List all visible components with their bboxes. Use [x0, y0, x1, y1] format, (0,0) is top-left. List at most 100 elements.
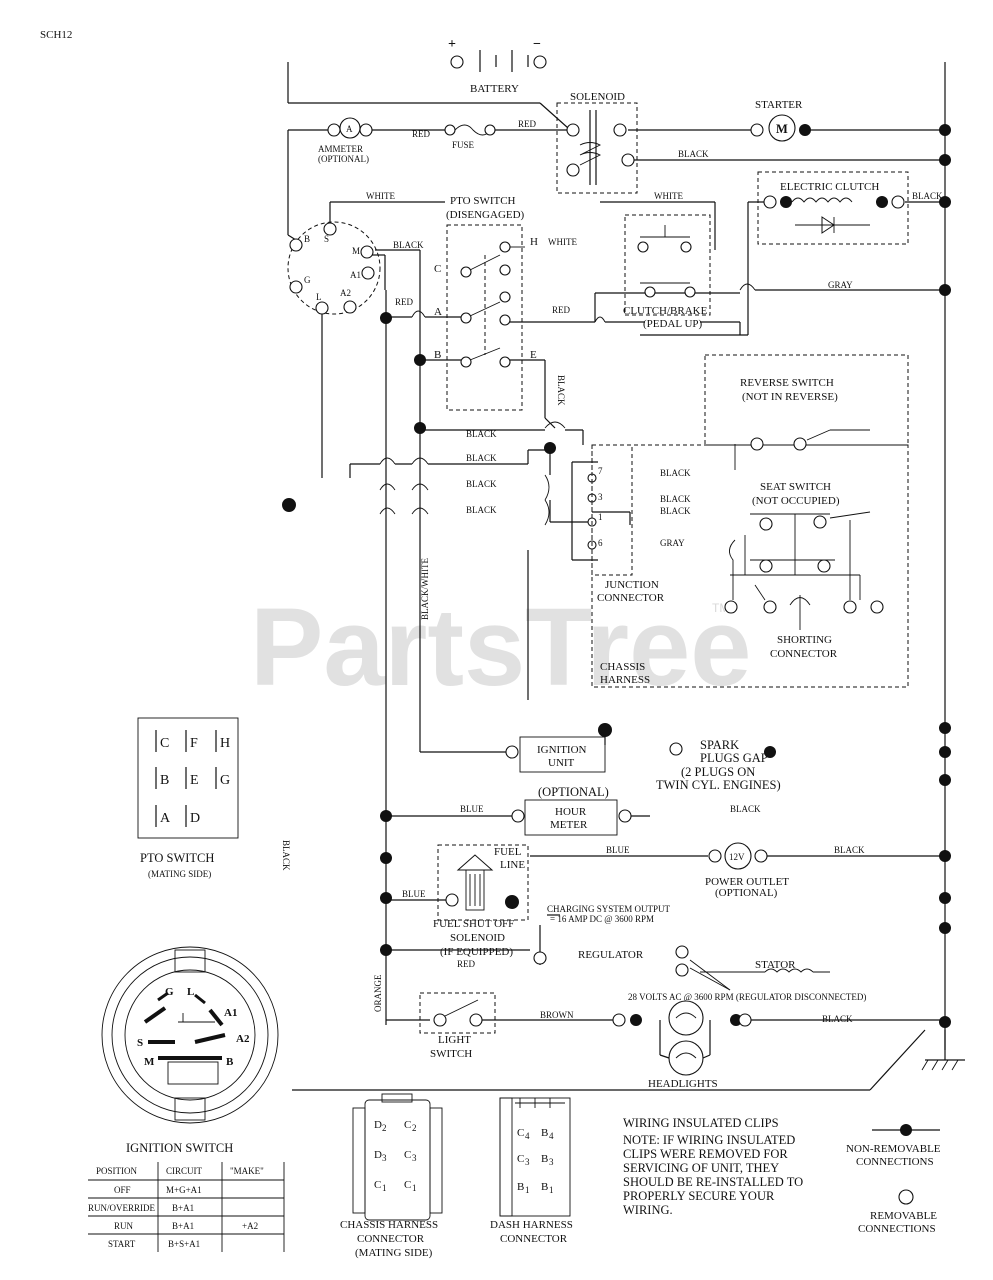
dash-connector-line2: CONNECTOR [500, 1233, 568, 1245]
wire-black-5: BLACK [466, 505, 497, 515]
headlights-label: HEADLIGHTS [648, 1078, 718, 1090]
light-switch: LIGHT SWITCH [419, 992, 496, 1060]
svg-text:3: 3 [412, 1153, 417, 1163]
svg-text:C: C [404, 1179, 411, 1191]
battery: + − BATTERY [448, 37, 547, 95]
headlights: HEADLIGHTS [612, 1000, 752, 1090]
wire-white-2: WHITE [654, 191, 683, 201]
svg-text:B: B [517, 1181, 524, 1193]
note-line-1: NOTE: IF WIRING INSULATED [623, 1133, 795, 1147]
chassis-connector-line1: CHASSIS HARNESS [340, 1219, 438, 1231]
fuel-line-line1: FUEL [494, 846, 522, 858]
svg-text:B: B [541, 1181, 548, 1193]
wire-labels: RED RED BLACK WHITE WHITE BLACK BLACK WH… [281, 119, 943, 1024]
clutch-brake: CLUTCH/BRAKE (PEDAL UP) [623, 214, 711, 330]
pto-legend-row-1: C F H [155, 730, 230, 752]
stator-label: STATOR [755, 959, 796, 971]
pto-pin-e: E [190, 773, 199, 788]
note-title: WIRING INSULATED CLIPS [623, 1116, 779, 1130]
ign-sw-s: S [137, 1037, 143, 1049]
battery-label: BATTERY [470, 83, 519, 95]
shorting-label: SHORTING [777, 634, 832, 646]
seat-switch-label: SEAT SWITCH [760, 481, 831, 493]
wire-gray: GRAY [828, 280, 853, 290]
pto-legend-row-2: B E G [155, 767, 230, 789]
regulator: CHARGING SYSTEM OUTPUT = 16 AMP DC @ 360… [533, 904, 671, 965]
pto-switch-sub: (DISENGAGED) [446, 209, 525, 221]
pto-term-e: E [530, 349, 537, 361]
wire-black-left: BLACK [281, 840, 291, 871]
ammeter: A AMMETER (OPTIONAL) [318, 117, 373, 164]
ign-table-r1-c0: RUN/OVERRIDE [88, 1203, 156, 1213]
legend-non-removable-2: CONNECTIONS [856, 1156, 934, 1168]
wire-blue-1: BLUE [460, 804, 484, 814]
wire-black-starter: BLACK [678, 149, 709, 159]
starter-motor-symbol: M [776, 122, 788, 136]
chassis-connector-line3: (MATING SIDE) [355, 1247, 433, 1259]
junction-sub: CONNECTOR [597, 592, 665, 604]
battery-plus: + [448, 37, 456, 52]
power-outlet: 12V POWER OUTLET (OPTIONAL) [705, 842, 789, 899]
wire-black-j1: BLACK [660, 468, 691, 478]
junction-pin-7: 7 [598, 466, 603, 476]
wire-black-2: BLACK [466, 429, 497, 439]
ignition-unit-sub: UNIT [548, 757, 575, 769]
ign-sw-a1: A1 [224, 1007, 237, 1019]
ign-term-l: L [316, 292, 322, 302]
junction-label: JUNCTION [605, 579, 659, 591]
clutch-brake-label: CLUTCH/BRAKE [623, 305, 708, 317]
ign-table-r1-c1: B+A1 [172, 1203, 194, 1213]
spark-plugs: SPARK PLUGS GAP (2 PLUGS ON TWIN CYL. EN… [656, 738, 781, 792]
pto-pin-g: G [220, 773, 230, 788]
crossovers [379, 283, 756, 526]
hour-meter-line1: HOUR [555, 806, 587, 818]
ignition-table: POSITION CIRCUIT "MAKE" OFF M+G+A1 RUN/O… [88, 1162, 285, 1252]
legend-removable-ring [898, 1189, 914, 1205]
pto-term-h: H [530, 236, 538, 248]
wire-black-white: BLACK/WHITE [420, 558, 430, 620]
svg-text:4: 4 [525, 1131, 530, 1141]
svg-text:C: C [517, 1127, 524, 1139]
svg-text:3: 3 [382, 1153, 387, 1163]
wire-black-hour: BLACK [730, 804, 761, 814]
wire-red-2: RED [518, 119, 537, 129]
svg-text:1: 1 [525, 1185, 530, 1195]
svg-text:C: C [517, 1153, 524, 1165]
spark-line2: PLUGS GAP [700, 751, 768, 765]
power-outlet-label: POWER OUTLET [705, 876, 789, 888]
fuel-solenoid: FUEL LINE FUEL SHUT OFF SOLENOID (IF EQU… [433, 844, 529, 958]
pto-pin-b: B [160, 773, 169, 788]
wire-orange: ORANGE [373, 974, 383, 1012]
shorting-sub: CONNECTOR [770, 648, 838, 660]
note-line-4: SHOULD BE RE-INSTALLED TO [623, 1175, 803, 1189]
ign-sw-l: L [187, 986, 194, 998]
svg-text:1: 1 [549, 1185, 554, 1195]
junction-pin-3: 3 [598, 492, 603, 502]
ignition-connector: S B M A1 G L A2 [287, 221, 381, 315]
svg-text:2: 2 [382, 1123, 387, 1133]
ign-table-r2-c2: +A2 [242, 1221, 258, 1231]
wire-black-3: BLACK [466, 453, 497, 463]
chassis-harness-sub: HARNESS [600, 674, 650, 686]
wire-blue-2: BLUE [402, 889, 426, 899]
shorting-connector: SHORTING CONNECTOR [724, 584, 884, 660]
light-switch-line1: LIGHT [438, 1034, 471, 1046]
ammeter-symbol: A [346, 124, 353, 134]
hour-meter: (OPTIONAL) HOUR METER [511, 785, 632, 836]
fuse-label: FUSE [452, 140, 475, 150]
svg-text:B: B [541, 1127, 548, 1139]
ign-table-r0-c1: M+G+A1 [166, 1185, 202, 1195]
electric-clutch-label: ELECTRIC CLUTCH [780, 181, 879, 193]
fuel-solenoid-line1: FUEL SHUT OFF [433, 918, 514, 930]
pto-term-c: C [434, 263, 441, 275]
pto-pin-d: D [190, 811, 200, 826]
pto-term-b: B [434, 349, 441, 361]
wire-gray-j: GRAY [660, 538, 685, 548]
svg-text:D: D [374, 1119, 382, 1131]
ign-sw-g: G [165, 986, 174, 998]
hour-meter-optional: (OPTIONAL) [538, 785, 609, 799]
fuel-solenoid-line3: (IF EQUIPPED) [440, 946, 513, 958]
seat-switch: SEAT SWITCH (NOT OCCUPIED) [729, 481, 871, 600]
